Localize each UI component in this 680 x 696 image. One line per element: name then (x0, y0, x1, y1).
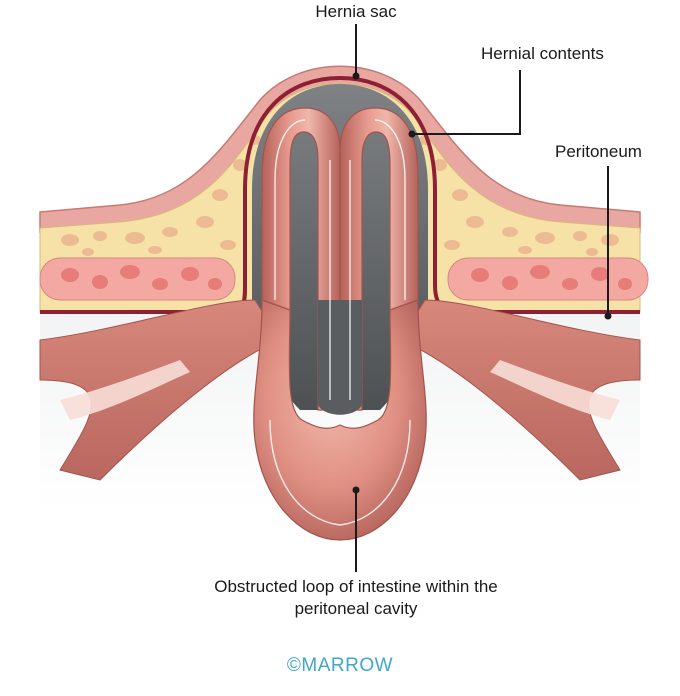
obstructed-loop (253, 299, 427, 541)
label-peritoneum: Peritoneum (555, 142, 642, 161)
label-obstructed-loop: Obstructed loop of intestine within the … (214, 577, 498, 618)
label-hernia-sac: Hernia sac (315, 2, 397, 21)
peritoneum-line (40, 75, 640, 314)
serosa-highlights (269, 119, 411, 526)
copyright-logo: ©MARROW (286, 655, 394, 676)
label-hernial-contents: Hernial contents (481, 44, 604, 63)
muscle-fibres (61, 265, 632, 290)
mesentery-fat (60, 360, 620, 420)
obstructed-loop-gap (318, 300, 362, 415)
pointer-lines (352, 24, 612, 572)
pointer-hernial-contents (412, 70, 521, 135)
